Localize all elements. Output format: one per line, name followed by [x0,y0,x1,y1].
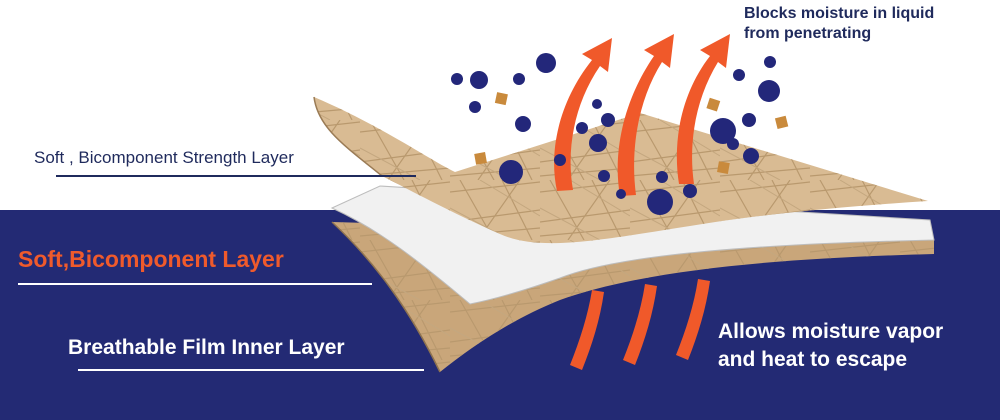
liquid-block-note: Blocks moisture in liquid from penetrati… [744,4,934,44]
liquid-block-note-line2: from penetrating [744,25,872,42]
vapor-escape-note: Allows moisture vapor and heat to escape [718,318,943,374]
particles [474,92,789,174]
vapor-arrow-2 [623,284,657,365]
vapor-escape-note-line2: and heat to escape [718,348,908,371]
arrow-up-3 [676,34,730,184]
middle-layer-underline [18,283,372,285]
vapor-arrows [570,279,710,370]
strength-layer-label: Soft , Bicomponent Strength Layer [34,148,294,167]
film-layer-underline [78,369,424,371]
moisture-droplets [451,53,780,215]
vapor-escape-note-line1: Allows moisture vapor [718,320,944,343]
vapor-arrow-1 [570,290,604,370]
arrow-up-1 [554,38,612,191]
film-layer-label: Breathable Film Inner Layer [68,336,345,359]
upward-arrows [554,34,730,196]
middle-layer-label: Soft,Bicomponent Layer [18,246,284,272]
vapor-arrow-3 [676,279,710,360]
arrow-up-2 [617,34,674,196]
strength-layer-underline [56,175,416,177]
liquid-block-note-line1: Blocks moisture in liquid [744,5,935,22]
